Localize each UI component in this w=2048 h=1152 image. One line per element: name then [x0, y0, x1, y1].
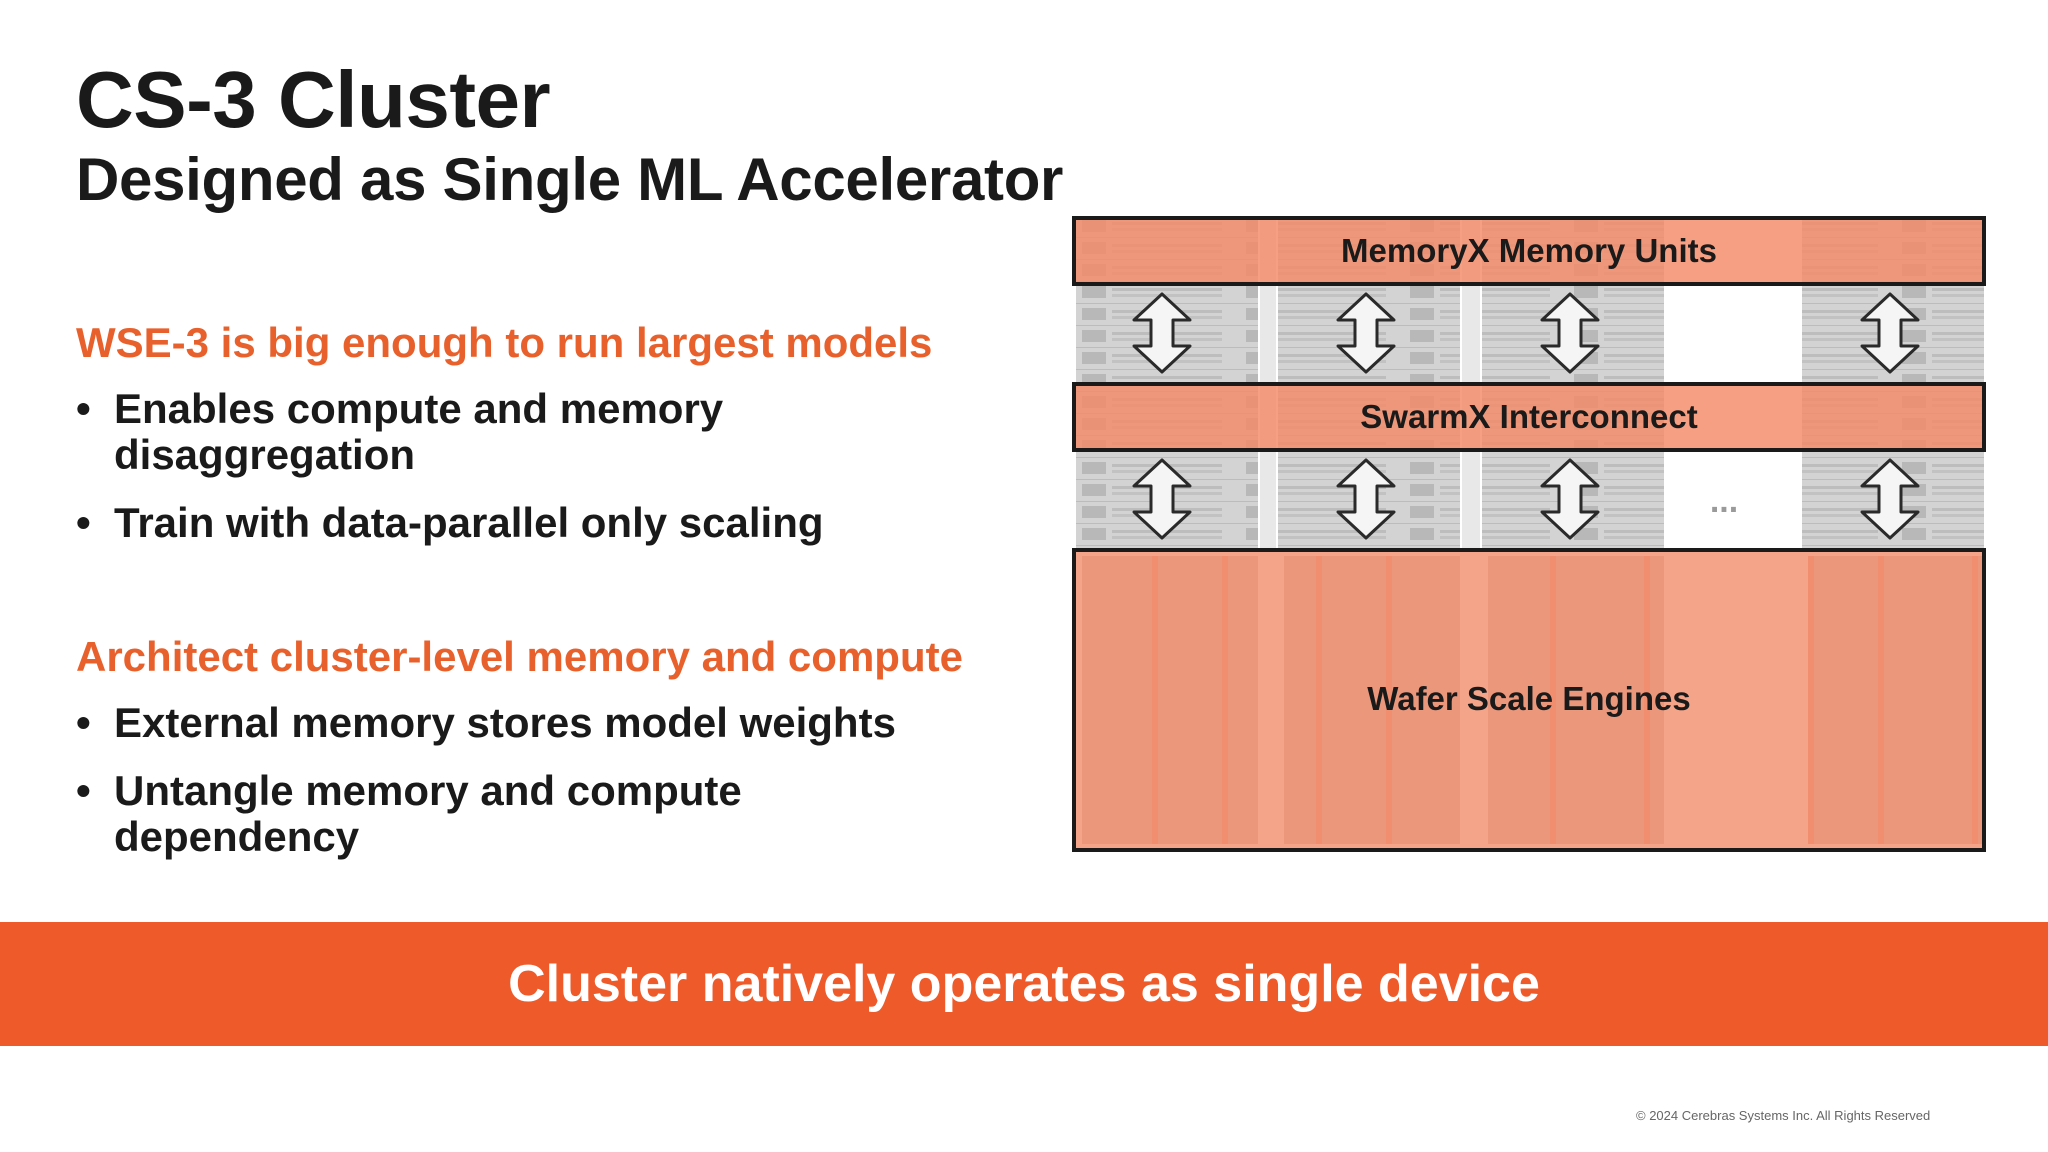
bidirectional-arrow-icon: [1132, 458, 1192, 540]
cluster-diagram: MemoryX Memory Units SwarmX Interconnect…: [1072, 216, 1986, 852]
bidirectional-arrow-icon: [1860, 458, 1920, 540]
wse-label: Wafer Scale Engines: [1367, 680, 1690, 717]
banner-text: Cluster natively operates as single devi…: [508, 955, 1540, 1013]
bidirectional-arrow-icon: [1540, 458, 1600, 540]
wse-units: [1082, 556, 1984, 844]
bullet-dot: •: [76, 499, 91, 546]
bullet-list-architecture: • External memory stores model weights •…: [76, 700, 896, 882]
arrow-row-bottom: [1132, 458, 1920, 540]
bidirectional-arrow-icon: [1336, 292, 1396, 374]
bullet-text-line: Train with data-parallel only scaling: [114, 499, 824, 546]
summary-banner: Cluster natively operates as single devi…: [0, 922, 2048, 1046]
section-heading-wse3: WSE-3 is big enough to run largest model…: [76, 319, 933, 366]
swarmx-band: [1072, 382, 1986, 452]
wse-unit: [1488, 556, 1664, 844]
bullet-text-line: disaggregation: [114, 431, 416, 478]
bidirectional-arrow-icon: [1860, 292, 1920, 374]
arrow-row-top: [1132, 292, 1920, 374]
slide-title: CS-3 Cluster: [76, 55, 551, 144]
bidirectional-arrow-icon: [1336, 458, 1396, 540]
bullet-text-line: Enables compute and memory: [114, 385, 724, 432]
bullet-item: • Untangle memory and compute dependency: [76, 768, 896, 860]
bullet-list-wse3: • Enables compute and memory disaggregat…: [76, 386, 824, 568]
bullet-dot: •: [76, 699, 91, 746]
bullet-text-line: External memory stores model weights: [114, 699, 896, 746]
bullet-item: • External memory stores model weights: [76, 700, 896, 746]
wse-unit: [1284, 556, 1460, 844]
memoryx-band: [1072, 216, 1986, 286]
memoryx-label: MemoryX Memory Units: [1341, 232, 1717, 269]
copyright-notice: © 2024 Cerebras Systems Inc. All Rights …: [1636, 1108, 1931, 1123]
bullet-item: • Train with data-parallel only scaling: [76, 500, 824, 546]
slide-subtitle: Designed as Single ML Accelerator: [76, 146, 1064, 213]
wse-block-border: [1072, 548, 1986, 852]
section-heading-architecture: Architect cluster-level memory and compu…: [76, 633, 963, 680]
bidirectional-arrow-icon: [1132, 292, 1192, 374]
bullet-dot: •: [76, 385, 91, 432]
wse-unit: [1082, 556, 1258, 844]
bullet-text-line: dependency: [114, 813, 360, 860]
bidirectional-arrow-icon: [1540, 292, 1600, 374]
bullet-text-line: Untangle memory and compute: [114, 767, 742, 814]
wse-unit: [1808, 556, 1984, 844]
bullet-item: • Enables compute and memory disaggregat…: [76, 386, 824, 478]
swarmx-label: SwarmX Interconnect: [1360, 398, 1697, 435]
bullet-dot: •: [76, 767, 91, 814]
ellipsis-label: ...: [1710, 482, 1738, 520]
